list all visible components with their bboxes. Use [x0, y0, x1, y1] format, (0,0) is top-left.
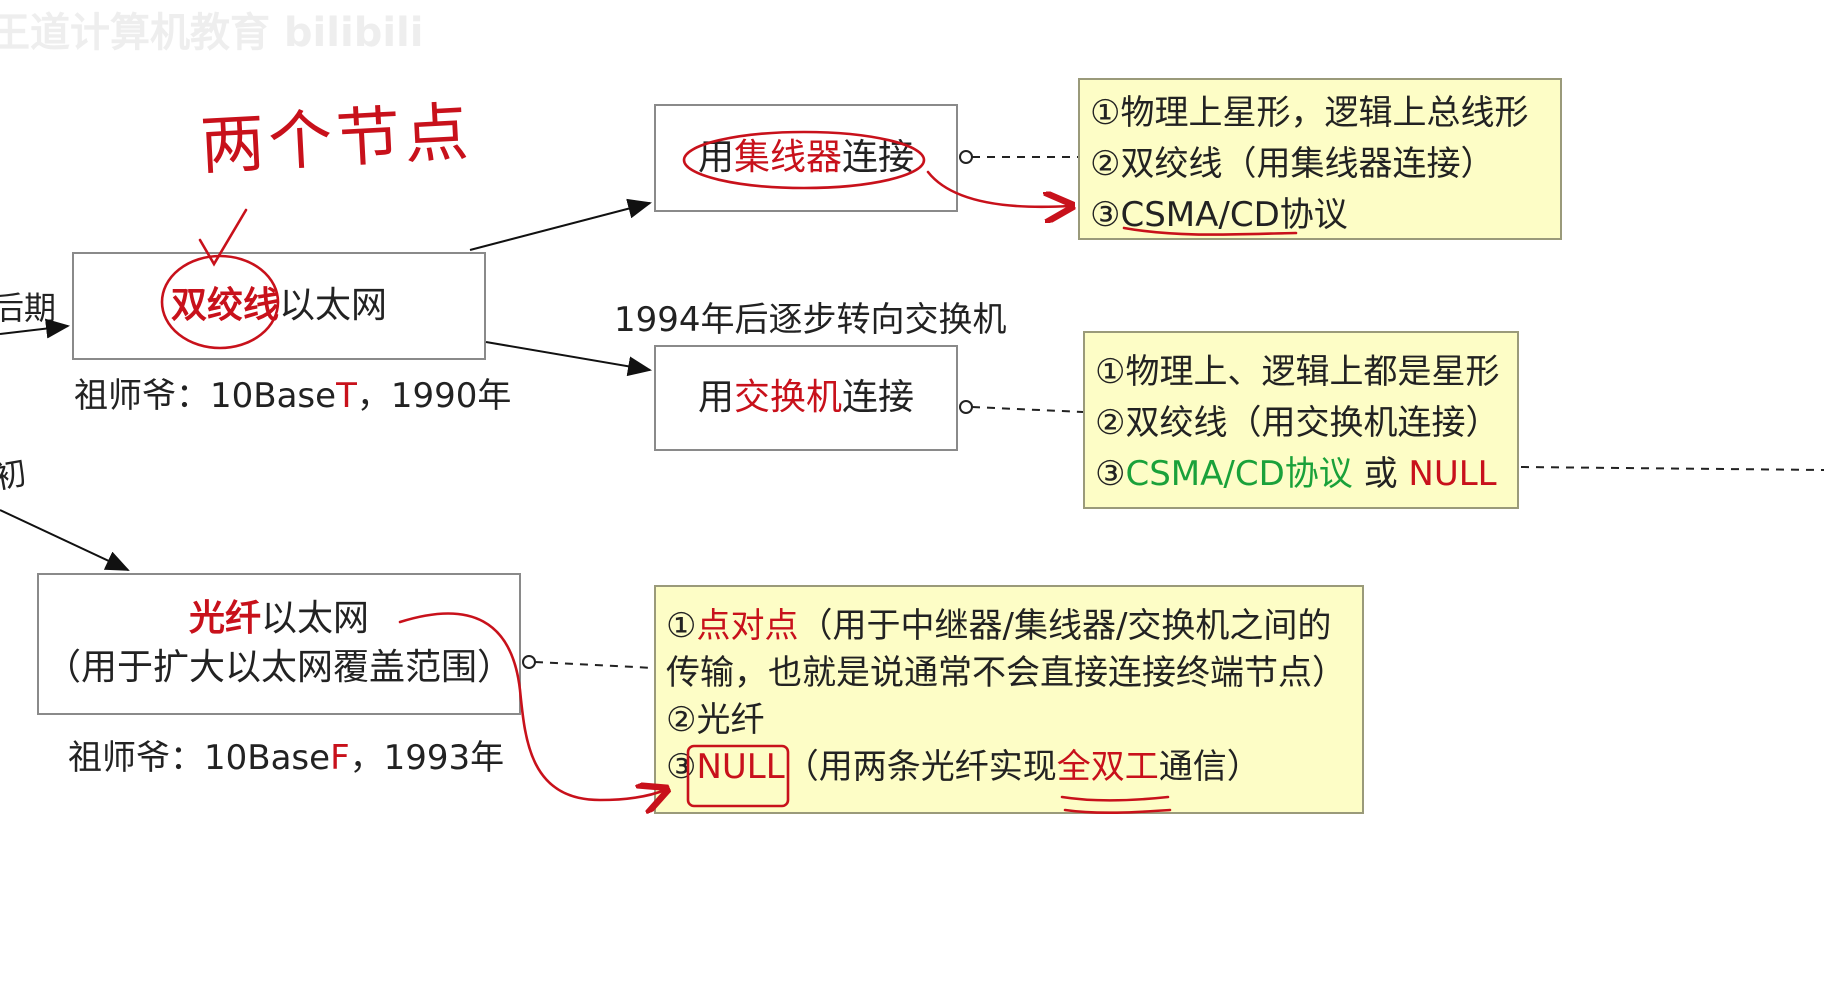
- fiber-highlight: 光纤: [188, 598, 261, 640]
- caption-letter: T: [336, 376, 357, 416]
- line3-or: 或: [1352, 454, 1409, 494]
- fiber-note-line2: 传输，也就是说通常不会直接连接终端节点）: [666, 652, 1346, 693]
- fiber-line4-red2: 全双工: [1056, 746, 1159, 787]
- twisted-pair-highlight: 双绞线: [170, 284, 279, 326]
- arrow-later-to-twisted: [0, 318, 70, 339]
- switch-suffix: 连接: [842, 376, 915, 418]
- switch-note-line2: ②双绞线（用交换机连接）: [1095, 403, 1500, 443]
- check-mark: [198, 208, 248, 267]
- caption-prefix: 祖师爷：10Base: [74, 376, 337, 416]
- fiber-note-line3: ②光纤: [666, 699, 765, 740]
- fiber-caption-suffix: ，1993年: [349, 738, 505, 778]
- fiber-caption: 祖师爷：10BaseF，1993年: [68, 730, 504, 779]
- fiber-line1-num: ①: [666, 606, 697, 646]
- circle-twisted: [160, 254, 280, 350]
- circle-hub: [682, 130, 926, 190]
- fiber-line4-red: NULL: [696, 746, 785, 787]
- switch-connector-dot: [959, 400, 973, 414]
- hub-note-line2: ②双绞线（用集线器连接）: [1090, 144, 1495, 184]
- fiber-note: ①点对点（用于中继器/集线器/交换机之间的 传输，也就是说通常不会直接连接终端节…: [654, 585, 1364, 814]
- switch-title: 用交换机连接: [698, 374, 914, 423]
- switch-highlight: 交换机: [733, 376, 842, 418]
- box-null: [686, 744, 790, 808]
- line3-red: NULL: [1408, 454, 1497, 494]
- hub-note-line1: ①物理上星形，逻辑上总线形: [1090, 93, 1529, 133]
- fiber-line4-num: ③: [666, 746, 697, 787]
- fiber-title: 光纤以太网: [189, 595, 369, 644]
- line3-num: ③: [1095, 454, 1126, 494]
- dash-switch-note: [971, 406, 1084, 413]
- fiber-caption-letter: F: [330, 738, 350, 778]
- fiber-note-line4: ③NULL（用两条光纤实现全双工通信）: [666, 744, 1352, 791]
- fiber-note-line1: ①点对点（用于中继器/集线器/交换机之间的: [666, 603, 1352, 650]
- arrow-twisted-to-hub: [469, 198, 652, 251]
- fiber-caption-prefix: 祖师爷：10Base: [68, 738, 331, 778]
- underline-csma: [1122, 226, 1298, 236]
- hub-highlight: 集线器: [733, 136, 842, 178]
- dash-switch-note-right: [1520, 466, 1824, 471]
- hub-note: ①物理上星形，逻辑上总线形 ②双绞线（用集线器连接） ③CSMA/CD协议: [1078, 78, 1562, 240]
- hub-box: 用集线器连接: [654, 104, 958, 212]
- switch-note-line3: ③CSMA/CD协议 或 NULL: [1095, 449, 1507, 500]
- twisted-pair-rest: 以太网: [279, 284, 388, 326]
- transition-text: 1994年后逐步转向交换机: [614, 300, 1007, 340]
- switch-note: ①物理上、逻辑上都是星形 ②双绞线（用交换机连接） ③CSMA/CD协议 或 N…: [1083, 331, 1519, 509]
- arrow-hub-to-note: [926, 170, 1070, 207]
- fiber-line4-post: 通信）: [1158, 746, 1261, 787]
- switch-prefix: 用: [697, 376, 734, 418]
- twisted-pair-caption: 祖师爷：10BaseT，1990年: [74, 368, 511, 417]
- fiber-ethernet-box: 光纤以太网 （用于扩大以太网覆盖范围）: [37, 573, 521, 715]
- arrow-early-to-fiber: [0, 509, 130, 571]
- hub-connector-dot: [959, 150, 973, 164]
- dash-fiber-note: [534, 661, 655, 669]
- arrow-fiber-to-null: [398, 612, 665, 800]
- fiber-line1-red: 点对点: [696, 606, 799, 646]
- caption-suffix: ，1990年: [356, 376, 512, 416]
- switch-box: 用交换机连接: [654, 345, 958, 451]
- twisted-pair-title: 双绞线以太网: [171, 282, 387, 331]
- fiber-line1-rest: （用于中继器/集线器/交换机之间的: [798, 606, 1332, 646]
- fiber-line4-pre: （用两条光纤实现: [784, 746, 1057, 787]
- switch-note-line1: ①物理上、逻辑上都是星形: [1095, 352, 1500, 392]
- arrow-twisted-to-switch: [485, 341, 652, 377]
- twisted-pair-ethernet-box: 双绞线以太网: [72, 252, 486, 360]
- fiber-subtitle: （用于扩大以太网覆盖范围）: [44, 647, 513, 688]
- underline-fullduplex: [1060, 795, 1170, 802]
- fiber-rest: 以太网: [261, 598, 370, 640]
- line3-green: CSMA/CD协议: [1125, 454, 1353, 494]
- fiber-connector-dot: [522, 655, 536, 669]
- watermark: 王道计算机教育 bilibili: [0, 10, 424, 56]
